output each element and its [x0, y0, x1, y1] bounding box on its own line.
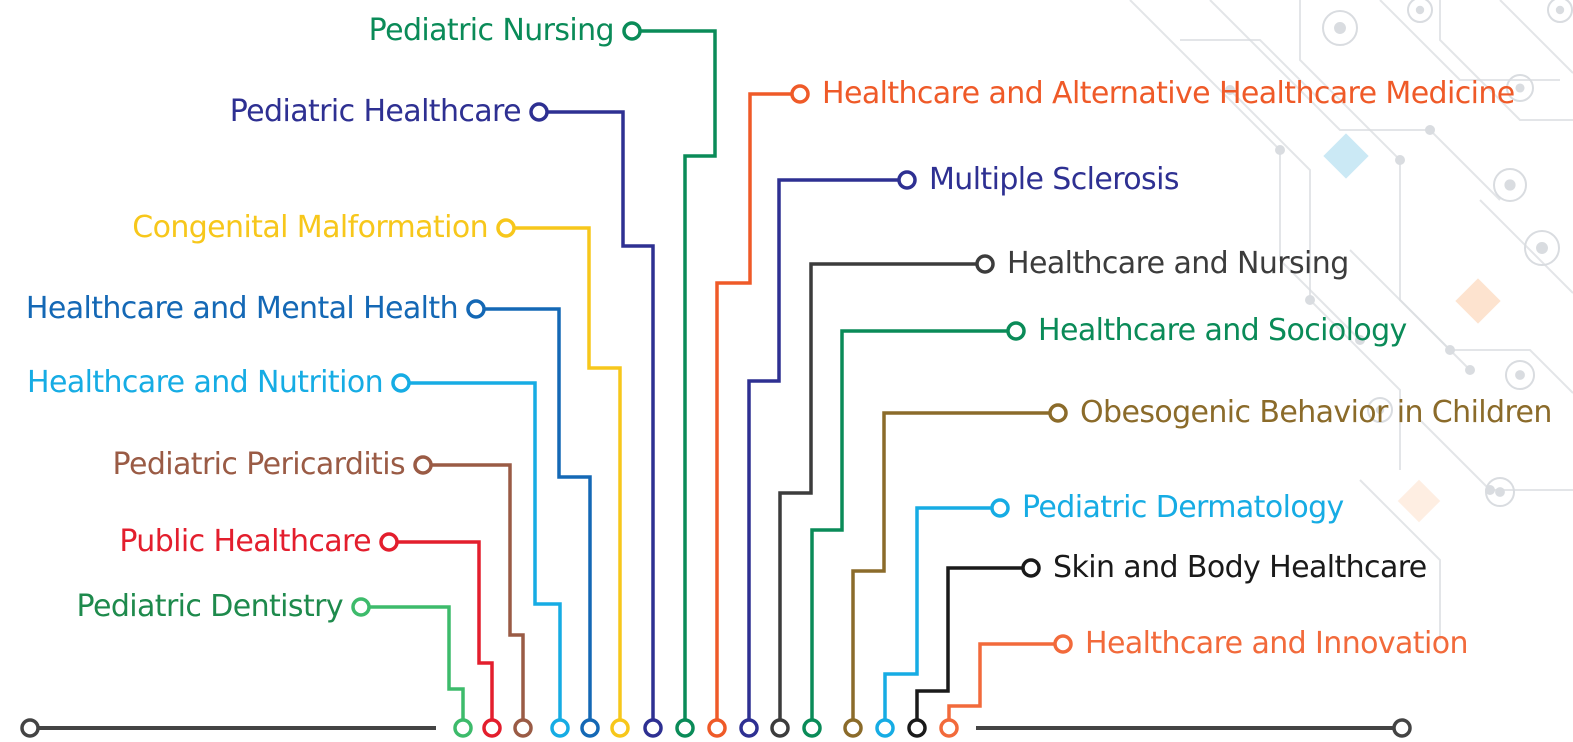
end-node-multiple-sclerosis	[897, 170, 917, 190]
topic-label-pediatric-healthcare: Pediatric Healthcare	[229, 94, 522, 129]
topic-label-pediatric-dentistry: Pediatric Dentistry	[76, 589, 344, 624]
topic-label-multiple-sclerosis: Multiple Sclerosis	[929, 162, 1179, 197]
branch-line-pediatric-dentistry	[361, 605, 465, 728]
end-node-healthcare-and-nursing	[975, 254, 995, 274]
branch-line-pediatric-pericarditis	[423, 463, 525, 728]
base-node-pediatric-nursing	[675, 718, 695, 738]
end-node-healthcare-and-alternative-healthcare-medicine	[790, 84, 810, 104]
base-node-healthcare-and-alternative-healthcare-medicine	[707, 718, 727, 738]
end-node-healthcare-and-innovation	[1053, 634, 1073, 654]
branch-line-public-healthcare	[389, 540, 494, 728]
end-node-obesogenic-behavior-in-children	[1048, 403, 1068, 423]
end-node-pediatric-healthcare	[529, 102, 549, 122]
topic-label-healthcare-and-mental-health: Healthcare and Mental Health	[25, 291, 459, 326]
end-node-healthcare-and-nutrition	[391, 373, 411, 393]
branch-line-healthcare-and-nutrition	[401, 381, 562, 728]
baseline-left-node	[20, 718, 40, 738]
base-node-obesogenic-behavior-in-children	[843, 718, 863, 738]
end-node-pediatric-dentistry	[351, 597, 371, 617]
branch-line-healthcare-and-nursing	[778, 262, 985, 728]
base-node-healthcare-and-innovation	[939, 718, 959, 738]
baseline-right-node	[1392, 718, 1412, 738]
topic-label-healthcare-and-sociology: Healthcare and Sociology	[1038, 313, 1407, 348]
base-node-public-healthcare	[482, 718, 502, 738]
end-node-skin-and-body-healthcare	[1021, 558, 1041, 578]
branch-line-healthcare-and-sociology	[810, 329, 1016, 728]
base-node-healthcare-and-nutrition	[550, 718, 570, 738]
topic-label-congenital-malformation: Congenital Malformation	[132, 210, 488, 245]
base-node-healthcare-and-mental-health	[580, 718, 600, 738]
branch-line-healthcare-and-alternative-healthcare-medicine	[715, 92, 800, 728]
topic-label-pediatric-dermatology: Pediatric Dermatology	[1022, 490, 1344, 525]
topic-label-healthcare-and-alternative-healthcare-medicine: Healthcare and Alternative Healthcare Me…	[822, 76, 1515, 111]
base-node-pediatric-dermatology	[875, 718, 895, 738]
end-node-healthcare-and-mental-health	[466, 299, 486, 319]
branch-line-congenital-malformation	[506, 226, 622, 728]
topic-label-skin-and-body-healthcare: Skin and Body Healthcare	[1053, 550, 1427, 585]
end-node-congenital-malformation	[496, 218, 516, 238]
topic-label-healthcare-and-nursing: Healthcare and Nursing	[1007, 246, 1349, 281]
end-node-pediatric-pericarditis	[413, 455, 433, 475]
branch-line-obesogenic-behavior-in-children	[851, 411, 1058, 728]
topic-label-healthcare-and-innovation: Healthcare and Innovation	[1085, 626, 1468, 661]
branch-line-multiple-sclerosis	[747, 178, 907, 728]
topic-label-healthcare-and-nutrition: Healthcare and Nutrition	[27, 365, 384, 400]
branch-line-pediatric-nursing	[632, 29, 717, 728]
branch-line-skin-and-body-healthcare	[915, 566, 1031, 728]
branch-line-healthcare-and-innovation	[947, 642, 1063, 728]
base-node-healthcare-and-sociology	[802, 718, 822, 738]
base-node-multiple-sclerosis	[739, 718, 759, 738]
base-node-healthcare-and-nursing	[770, 718, 790, 738]
base-node-pediatric-pericarditis	[513, 718, 533, 738]
baseline	[20, 718, 1412, 738]
end-node-pediatric-dermatology	[990, 498, 1010, 518]
topic-label-obesogenic-behavior-in-children: Obesogenic Behavior in Children	[1080, 395, 1552, 430]
end-node-pediatric-nursing	[622, 21, 642, 41]
branch-line-pediatric-healthcare	[539, 110, 655, 728]
base-node-pediatric-healthcare	[643, 718, 663, 738]
base-node-skin-and-body-healthcare	[907, 718, 927, 738]
topic-label-public-healthcare: Public Healthcare	[119, 524, 371, 559]
base-node-pediatric-dentistry	[453, 718, 473, 738]
branch-line-healthcare-and-mental-health	[476, 307, 592, 728]
branch-paths	[361, 29, 1063, 728]
branch-line-pediatric-dermatology	[883, 506, 1000, 728]
topic-label-pediatric-pericarditis: Pediatric Pericarditis	[112, 447, 406, 482]
end-node-public-healthcare	[379, 532, 399, 552]
topic-label-pediatric-nursing: Pediatric Nursing	[368, 13, 615, 48]
end-node-healthcare-and-sociology	[1006, 321, 1026, 341]
base-node-congenital-malformation	[610, 718, 630, 738]
branch-nodes	[351, 21, 1073, 738]
